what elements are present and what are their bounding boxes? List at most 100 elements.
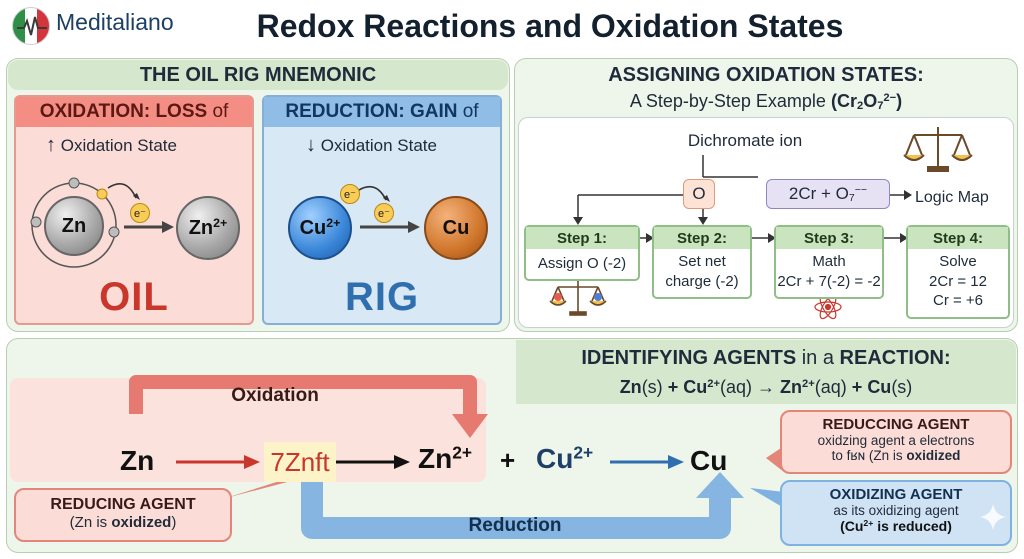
species-cu-text: Cu bbox=[690, 445, 728, 476]
formula-o: O bbox=[863, 90, 878, 111]
reducing-agent-right-line-2a: to fʁɴ (Zn is bbox=[831, 448, 907, 463]
formula-charge: 2− bbox=[883, 91, 897, 104]
species-zn2-symbol: Zn bbox=[418, 443, 453, 474]
step-card-4: Step 4: Solve 2Cr = 12 Cr = +6 bbox=[906, 225, 1010, 319]
oxidation-heading-tail: of bbox=[212, 101, 229, 122]
node-expression-sub: 7 bbox=[848, 192, 855, 205]
electron-icon: e⁻ bbox=[340, 184, 360, 204]
step-3-head: Step 3: bbox=[776, 227, 882, 249]
reducing-agent-left-line-b: oxidized bbox=[111, 514, 172, 531]
reducing-agent-right-line-2: to fʁɴ (Zn is oxidized bbox=[782, 448, 1010, 463]
step-card-3: Step 3: Math 2Cr + 7(-2) = -2 bbox=[774, 225, 884, 299]
species-zn2-charge: 2+ bbox=[452, 442, 473, 463]
reduction-subtitle: ↓ Oxidation State bbox=[306, 134, 496, 157]
logic-map-label: Logic Map bbox=[915, 189, 989, 207]
up-arrow-icon: ↑ bbox=[46, 134, 56, 156]
oxidation-arrow-label: Oxidation bbox=[170, 383, 380, 409]
oil-rig-title: THE OIL RIG MNEMONIC bbox=[139, 63, 377, 86]
cu2-ion-symbol: Cu bbox=[299, 216, 327, 239]
zn2-ion: Zn2+ bbox=[176, 196, 240, 260]
reducing-agent-right-line-1: oxidzing agent a electrons bbox=[817, 433, 975, 448]
agents-title: IDENTIFYING AGENTS in a REACTION: bbox=[516, 344, 1016, 372]
node-oxygen: O bbox=[683, 179, 715, 209]
reducing-agent-callout-right: REDUCCING AGENT oxidzing agent a electro… bbox=[780, 410, 1012, 474]
eq-zn2-state: (aq) bbox=[814, 376, 847, 397]
eq-cu2-sup: 2+ bbox=[707, 377, 720, 390]
agents-title-b: in a bbox=[801, 346, 834, 369]
step-2-line-2: charge (-2) bbox=[665, 272, 739, 290]
step-card-1: Step 1: Assign O (-2) bbox=[524, 225, 640, 281]
dichromate-ion-label: Dichromate ion bbox=[660, 130, 830, 152]
species-mid-text: 7Znft bbox=[270, 446, 330, 477]
oxidizing-agent-line-2a: (Cu bbox=[840, 518, 864, 534]
zn2-ion-label: Zn2+ bbox=[189, 216, 228, 240]
eq-arrow: → bbox=[757, 376, 775, 397]
brand-logo bbox=[12, 7, 50, 45]
step-2-head: Step 2: bbox=[654, 227, 750, 249]
rig-word-text: RIG bbox=[344, 274, 420, 319]
step-card-2: Step 2: Set net charge (-2) bbox=[652, 225, 752, 299]
logic-map-connectors bbox=[549, 127, 973, 320]
step-2-line-1: Set net bbox=[678, 253, 726, 270]
node-expression-main: 2Cr + O bbox=[788, 184, 849, 203]
reduction-heading: REDUCTION: GAIN of bbox=[264, 97, 500, 127]
reducing-agent-left-line-c: ) bbox=[171, 514, 177, 531]
page-title: Redox Reactions and Oxidation States bbox=[256, 7, 844, 44]
reducing-agent-right-title: REDUCCING AGENT bbox=[822, 416, 970, 433]
heartbeat-icon bbox=[17, 16, 47, 36]
oxidizing-agent-line-2: (Cu2+ is reduced) bbox=[782, 518, 1010, 534]
oxidation-heading-bold: OXIDATION: LOSS bbox=[39, 101, 208, 122]
reduction-arrow-label: Reduction bbox=[420, 513, 610, 539]
species-zn2: Zn2+ bbox=[418, 443, 472, 475]
node-expression: 2Cr + O7−− bbox=[766, 179, 890, 209]
cu-atom-label: Cu bbox=[442, 216, 470, 239]
step-3-line-1: Math bbox=[812, 253, 846, 270]
species-cu2-symbol: Cu bbox=[536, 443, 574, 474]
assigning-subtitle-text: A Step-by-Step Example bbox=[629, 90, 826, 111]
eq-zn2-sup: 2+ bbox=[802, 377, 815, 390]
species-cu2: Cu2+ bbox=[536, 443, 593, 475]
step-1-head: Step 1: bbox=[526, 227, 638, 249]
step-4-line-2: 2Cr = 12 bbox=[929, 272, 987, 290]
species-cu2-charge: 2+ bbox=[573, 442, 594, 463]
oil-rig-title-banner: THE OIL RIG MNEMONIC bbox=[8, 60, 508, 90]
eq-zn2: Zn bbox=[780, 376, 803, 397]
agents-equation: Zn(s) + Cu2+(aq) → Zn2+(aq) + Cu(s) bbox=[516, 374, 1016, 400]
eq-cu2: Cu bbox=[683, 376, 708, 397]
species-zn: Zn bbox=[120, 445, 154, 477]
assigning-title-text: ASSIGNING OXIDATION STATES: bbox=[608, 63, 924, 86]
formula-cr-sub: 2 bbox=[856, 99, 864, 112]
eq-cu2-state: (aq) bbox=[719, 376, 752, 397]
electron-label: e⁻ bbox=[344, 188, 356, 201]
oxidation-subtitle-text: Oxidation State bbox=[60, 136, 177, 155]
reduction-arrow-label-text: Reduction bbox=[468, 515, 562, 536]
species-plus-text: + bbox=[500, 445, 516, 475]
eq-cu-state: (s) bbox=[891, 376, 913, 397]
balance-scale-icon bbox=[903, 127, 973, 172]
sparkle-icon bbox=[980, 504, 1006, 530]
zn-atom-label: Zn bbox=[61, 214, 87, 237]
reducing-agent-left-title: REDUCING AGENT bbox=[50, 496, 196, 513]
agents-title-c: REACTION: bbox=[839, 346, 951, 369]
agents-title-a: IDENTIFYING AGENTS bbox=[581, 346, 797, 369]
cu2-ion-charge: 2+ bbox=[326, 215, 341, 230]
zn-atom: Zn bbox=[44, 196, 104, 256]
electron-label: e⁻ bbox=[378, 207, 390, 220]
formula-o-sub: 7 bbox=[877, 99, 884, 112]
species-zn-text: Zn bbox=[120, 445, 155, 476]
cu-atom: Cu bbox=[424, 196, 488, 260]
formula-cr: Cr bbox=[836, 90, 857, 111]
electron-label: e⁻ bbox=[134, 207, 146, 220]
reduction-heading-bold: REDUCTION: GAIN bbox=[285, 101, 458, 122]
eq-zn: Zn bbox=[619, 376, 642, 397]
assigning-subtitle: A Step-by-Step Example (Cr2O72−) bbox=[514, 89, 1018, 113]
oil-word: OIL bbox=[16, 272, 252, 322]
oxidation-heading: OXIDATION: LOSS of bbox=[16, 97, 252, 127]
node-expression-text: 2Cr + O7−− bbox=[789, 184, 867, 204]
atom-icon bbox=[814, 294, 842, 320]
reducing-agent-callout-left: REDUCING AGENT (Zn is oxidized) bbox=[14, 488, 232, 542]
step-3-line-2: 2Cr + 7(-2) = -2 bbox=[777, 272, 881, 290]
reduction-electron-arrows bbox=[358, 185, 420, 233]
species-cu: Cu bbox=[690, 445, 727, 477]
eq-plus-2: + bbox=[851, 376, 863, 397]
